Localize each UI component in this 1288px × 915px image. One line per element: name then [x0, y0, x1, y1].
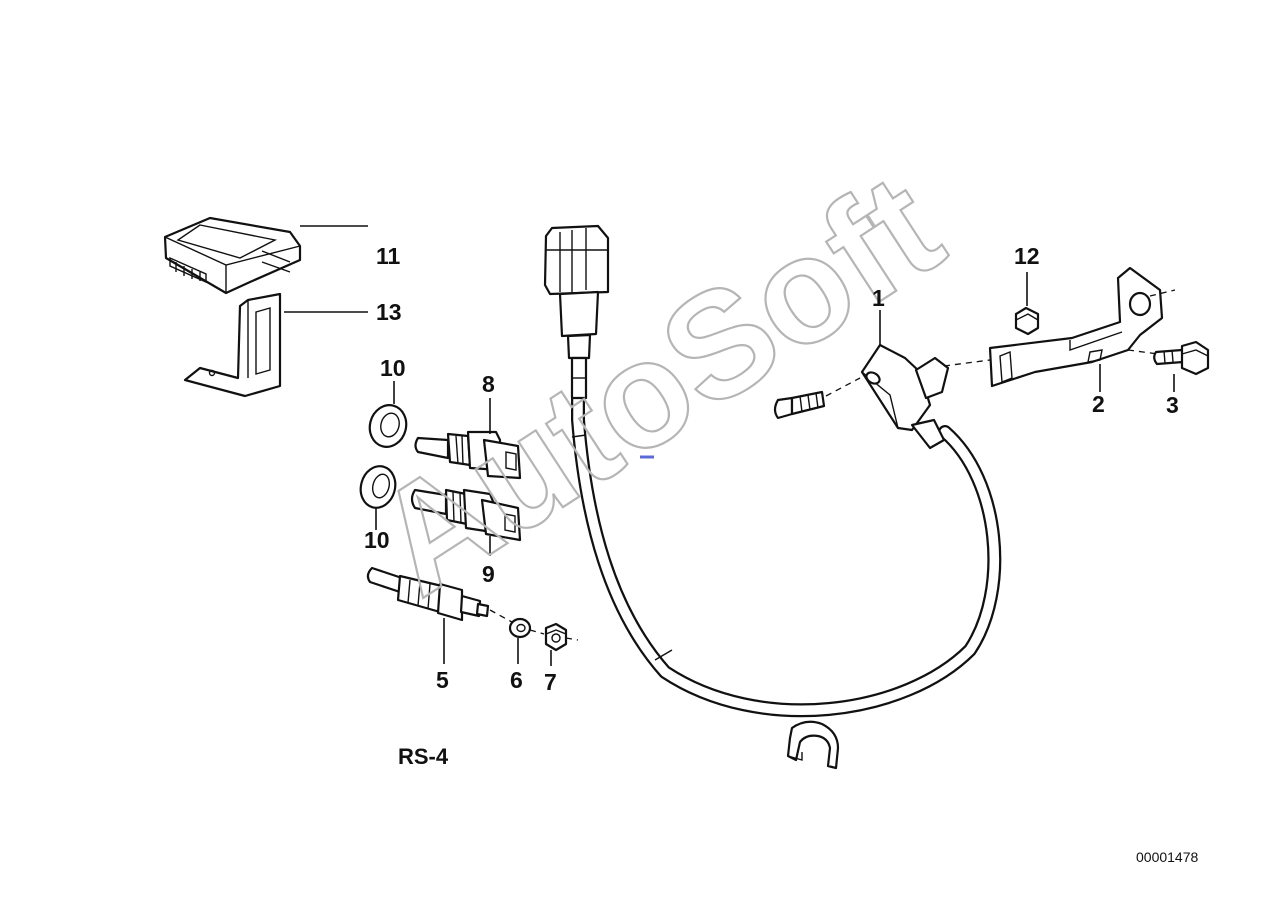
part-5-sensor[interactable]	[366, 566, 490, 622]
callout-5: 5	[436, 667, 449, 693]
leader-lines	[284, 225, 1175, 666]
part-2-mounting-bracket[interactable]	[988, 266, 1164, 388]
catalog-number: 00001478	[1136, 849, 1199, 865]
sensor-screw[interactable]	[773, 390, 826, 420]
part-12-nut[interactable]	[1014, 306, 1040, 336]
part-3-hex-bolt[interactable]	[1153, 340, 1210, 376]
cable-connector-plug[interactable]	[543, 224, 610, 400]
callout-10-lower: 10	[364, 527, 390, 553]
callout-3: 3	[1166, 392, 1179, 418]
part-9-temperature-sensor[interactable]	[410, 488, 522, 542]
part-10-seal-ring-upper[interactable]	[365, 401, 411, 451]
callout-6: 6	[510, 667, 523, 693]
part-6-washer[interactable]	[508, 617, 532, 639]
cable-harness[interactable]	[571, 348, 1002, 718]
diagram-code: RS-4	[398, 744, 449, 769]
callout-1: 1	[872, 285, 885, 311]
callout-7: 7	[544, 669, 557, 695]
assembly-axes	[489, 289, 1176, 641]
cable-clip[interactable]	[786, 720, 840, 770]
part-13-bracket[interactable]	[183, 292, 282, 398]
callout-12: 12	[1014, 243, 1040, 269]
callout-13: 13	[376, 299, 402, 325]
callout-9: 9	[482, 561, 495, 587]
callout-8: 8	[482, 371, 495, 397]
callout-11: 11	[376, 243, 401, 269]
callout-10-upper: 10	[380, 355, 406, 381]
callout-2: 2	[1092, 391, 1105, 417]
part-8-temperature-sensor[interactable]	[414, 430, 522, 480]
part-11-control-unit[interactable]	[163, 216, 302, 295]
part-7-hex-nut[interactable]	[544, 622, 568, 652]
part-1-pulse-sensor[interactable]	[860, 343, 950, 450]
part-10-seal-ring-lower[interactable]	[356, 462, 400, 511]
